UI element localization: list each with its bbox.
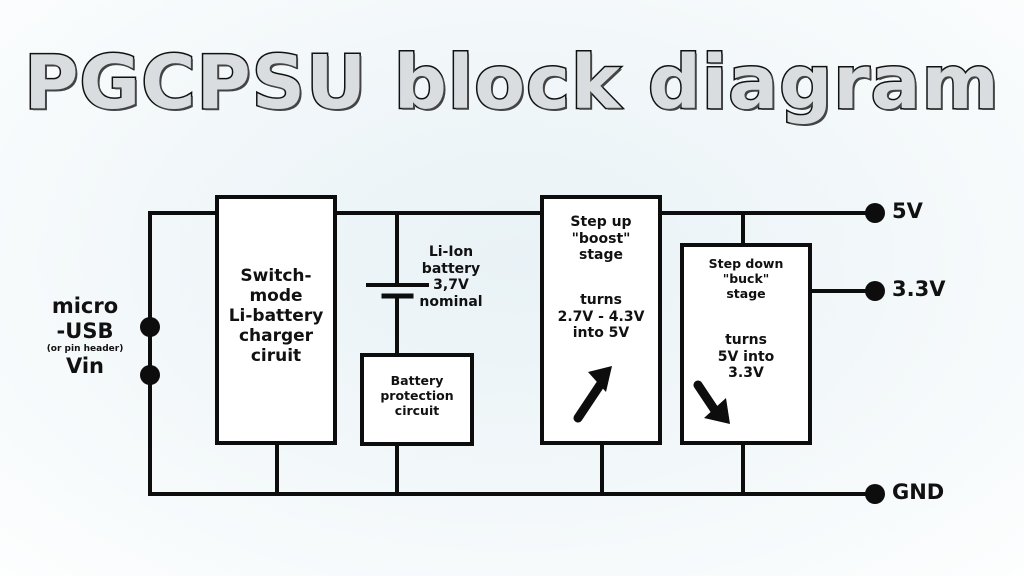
buck-desc-line: 5V into bbox=[717, 348, 775, 365]
input-line-3: (or pin header) bbox=[46, 343, 124, 354]
boost-title: Step up "boost" stage bbox=[544, 214, 658, 264]
charger-line: ciruit bbox=[250, 346, 302, 367]
label-5v: 5V bbox=[892, 199, 923, 223]
battery-line: Li-Ion bbox=[428, 244, 474, 260]
input-terminal-top bbox=[140, 317, 160, 337]
input-label: micro -USB (or pin header) Vin bbox=[40, 294, 130, 379]
input-line-4: Vin bbox=[65, 354, 105, 379]
buck-desc-line: 3.3V bbox=[728, 365, 764, 382]
protection-line: circuit bbox=[394, 402, 440, 418]
arrow-down-right-icon bbox=[693, 380, 730, 424]
battery-label: Li-Ion battery 3,7V nominal bbox=[410, 244, 492, 310]
battery-line: 3,7V bbox=[433, 277, 469, 294]
buck-title: Step down "buck" stage bbox=[684, 256, 808, 301]
input-line-2: -USB bbox=[56, 318, 114, 343]
buck-desc: turns 5V into 3.3V bbox=[684, 332, 808, 382]
protection-box bbox=[360, 353, 474, 446]
charger-line: mode bbox=[249, 286, 303, 307]
protection-line: Battery bbox=[390, 373, 444, 388]
boost-box bbox=[540, 195, 662, 445]
terminal-5v bbox=[865, 203, 885, 223]
protection-label: Battery protection circuit bbox=[364, 373, 470, 418]
terminal-3v3 bbox=[865, 281, 885, 301]
charger-label: Switch- mode Li-battery charger ciruit bbox=[219, 266, 333, 366]
charger-box bbox=[215, 195, 337, 445]
boost-title-line: stage bbox=[579, 247, 623, 264]
boost-desc-line: into 5V bbox=[572, 325, 630, 342]
label-3v3: 3.3V bbox=[892, 277, 946, 301]
arrow-up-right-icon bbox=[573, 366, 612, 423]
boost-desc-line: 2.7V - 4.3V bbox=[557, 308, 645, 325]
boost-desc-line: turns bbox=[580, 292, 622, 308]
label-gnd: GND bbox=[892, 480, 945, 504]
battery-line: nominal bbox=[419, 293, 483, 310]
buck-desc-line: turns bbox=[725, 332, 767, 348]
boost-title-line: Step up bbox=[570, 214, 632, 230]
boost-title-line: "boost" bbox=[571, 230, 631, 247]
terminal-gnd bbox=[865, 484, 885, 504]
input-line-1: micro bbox=[51, 294, 119, 318]
boost-desc: turns 2.7V - 4.3V into 5V bbox=[544, 292, 658, 342]
buck-title-line: stage bbox=[726, 285, 766, 301]
buck-title-line: Step down bbox=[708, 256, 784, 271]
buck-box bbox=[680, 243, 812, 445]
buck-title-line: "buck" bbox=[722, 270, 770, 286]
charger-line: Switch- bbox=[240, 266, 312, 286]
charger-line: Li-battery bbox=[228, 306, 324, 327]
protection-line: protection bbox=[380, 387, 454, 403]
battery-line: battery bbox=[421, 260, 481, 277]
page-title: PGCPSU block diagram bbox=[23, 39, 1000, 128]
input-terminal-bottom bbox=[140, 365, 160, 385]
charger-line: charger bbox=[238, 326, 314, 347]
